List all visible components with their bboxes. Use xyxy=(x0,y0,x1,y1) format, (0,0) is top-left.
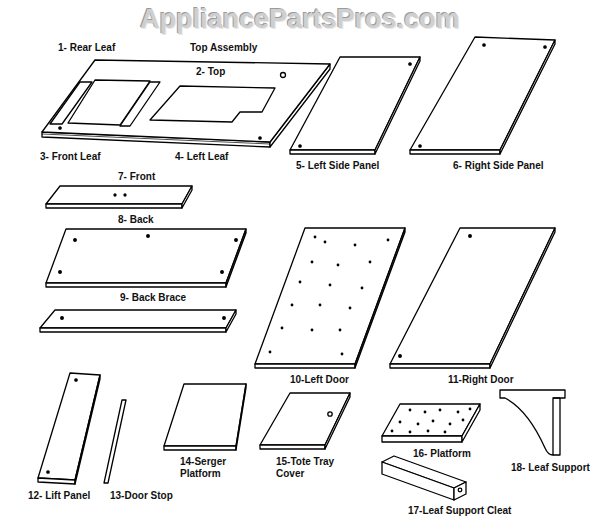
part-label: 11-Right Door xyxy=(448,374,514,386)
part-label: 5- Left Side Panel xyxy=(296,160,379,172)
part-label: 7- Front xyxy=(118,171,155,183)
part-label: 16- Platform xyxy=(413,448,471,460)
part-label: 10-Left Door xyxy=(290,374,349,386)
part-label: 13-Door Stop xyxy=(110,490,173,502)
part-label: 2- Top xyxy=(196,66,225,78)
watermark: AppliancePartsPros.com xyxy=(140,4,460,35)
part-label: 14-Serger Platform xyxy=(180,456,242,479)
part-label: 9- Back Brace xyxy=(120,292,186,304)
part-label: 4- Left Leaf xyxy=(175,151,228,163)
part-label: 1- Rear Leaf xyxy=(58,42,115,54)
part-label: 15-Tote Tray Cover xyxy=(276,456,338,479)
part-label: 17-Leaf Support Cleat xyxy=(408,505,511,517)
part-label: Top Assembly xyxy=(190,42,257,54)
part-label: 3- Front Leaf xyxy=(40,151,101,163)
part-label: 8- Back xyxy=(118,214,154,226)
part-label: 12- Lift Panel xyxy=(28,490,90,502)
part-label: 18- Leaf Support xyxy=(511,462,590,474)
part-label: 6- Right Side Panel xyxy=(453,160,544,172)
